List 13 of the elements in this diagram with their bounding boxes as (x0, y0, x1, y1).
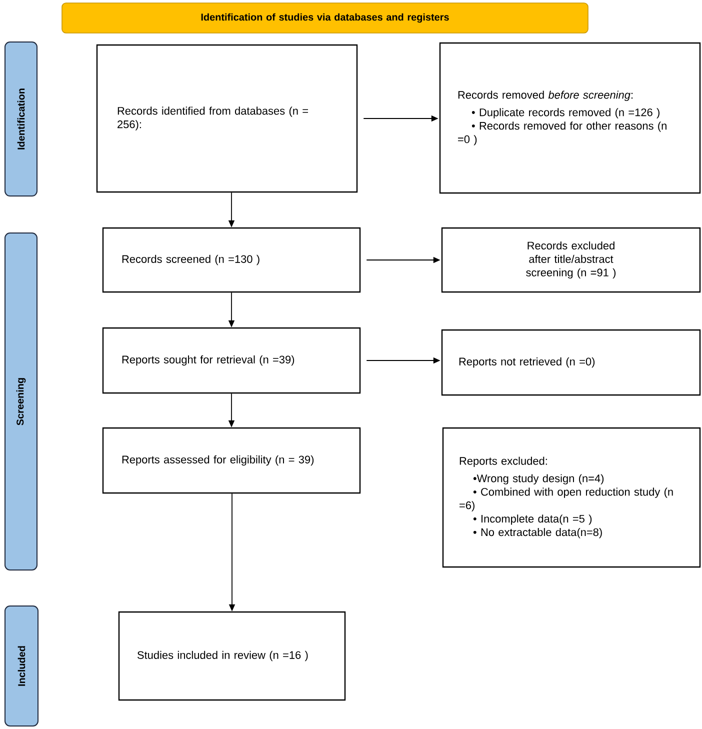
process-box: Records screened (n =130 ) (102, 227, 361, 293)
process-box: Studies included in review (n =16 ) (118, 611, 346, 701)
process-box: Reports sought for retrieval (n =39) (102, 327, 361, 394)
process-box: Records excluded after title/abstract screening (n =91 ) (441, 227, 701, 293)
process-box: Reports excluded: •Wrong study design (n=4) • Combined with open reduction study (n =6) • Incomplete data(n =5 ) • No extractable data(n=8) (442, 427, 701, 568)
process-box: Reports assessed for eligibility (n = 39) (102, 427, 361, 494)
process-box: Records removed before screening: • Duplicate records removed (n =126 ) • Records removed for other reasons (n =0 ) (439, 42, 701, 194)
heading-band: Identification of studies via databases and registers (62, 2, 588, 34)
phase-label: Included (4, 606, 38, 726)
phase-label: Identification (4, 42, 38, 196)
phase-label: Screening (4, 232, 38, 570)
process-box: Records identified from databases (n = 256): (96, 44, 358, 193)
process-box: Reports not retrieved (n =0) (441, 329, 701, 396)
